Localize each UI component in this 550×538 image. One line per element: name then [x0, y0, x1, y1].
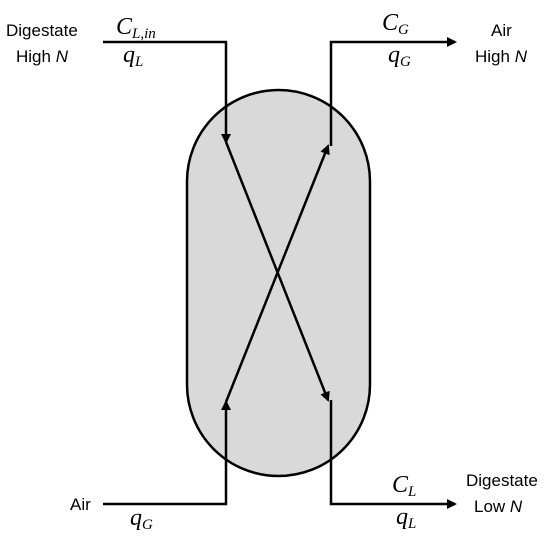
gas-outlet-label-line1: Air — [491, 21, 512, 40]
liquid-outlet-concentration: CL — [392, 472, 416, 500]
liquid-inlet-concentration: CL,in — [116, 14, 156, 42]
liquid-outlet-flow: qL — [396, 504, 416, 532]
gas-outlet-label-line2: High N — [475, 47, 528, 66]
liquid-inlet-line — [103, 40, 231, 144]
gas-inlet-line — [103, 400, 231, 506]
gas-flow-diagonal — [224, 144, 330, 403]
column-vessel — [185, 88, 372, 478]
liquid-outlet-label-line1: Digestate — [466, 471, 538, 490]
liquid-inlet-label-line2: High N — [16, 47, 69, 66]
gas-outlet-concentration: CG — [382, 10, 409, 38]
gas-inlet-label: Air — [70, 495, 91, 514]
liquid-inlet-flow: qL — [123, 42, 143, 70]
gas-inlet-flow: qG — [130, 505, 153, 533]
gas-outlet-flow: qG — [388, 42, 411, 70]
liquid-inlet-label-line1: Digestate — [6, 21, 78, 40]
liquid-outlet-line — [329, 400, 457, 509]
liquid-outlet-label-line2: Low N — [474, 497, 523, 516]
gas-outlet-line — [329, 37, 457, 146]
